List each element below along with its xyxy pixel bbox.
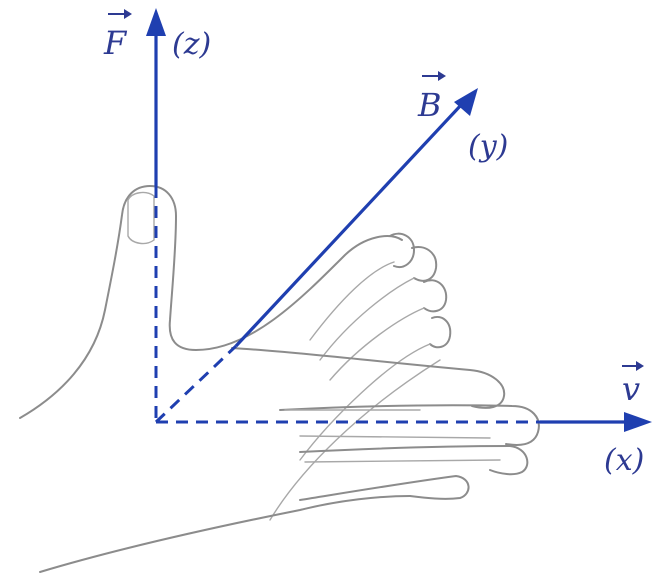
wrist xyxy=(40,496,410,572)
y-axis-dashed xyxy=(156,346,236,422)
force-overarrow-icon xyxy=(108,9,132,19)
palm-edge xyxy=(232,348,504,408)
velocity-axis-label: (x) xyxy=(604,443,644,478)
vector-axes xyxy=(146,8,652,432)
finger-crease xyxy=(310,262,394,340)
finger-middle xyxy=(412,247,436,281)
force-arrowhead xyxy=(146,8,166,36)
finger-crease xyxy=(320,278,414,360)
velocity-arrowhead xyxy=(624,412,652,432)
force-symbol: F xyxy=(103,24,128,62)
finger-crease xyxy=(300,344,430,460)
velocity-symbol: v xyxy=(622,370,640,408)
finger-crease xyxy=(330,308,424,380)
field-arrowhead xyxy=(454,88,478,116)
field-label: B (y) xyxy=(417,71,508,164)
thumb-nail xyxy=(128,193,154,244)
palm-line xyxy=(300,436,490,438)
force-axis-label: (z) xyxy=(172,27,211,62)
hand-illustration xyxy=(20,186,539,572)
finger-pinky xyxy=(430,317,450,347)
finger-pointing xyxy=(280,405,539,445)
hand-thumb xyxy=(20,186,402,418)
finger-ring xyxy=(424,280,446,311)
palm-line xyxy=(305,460,500,462)
field-symbol: B xyxy=(417,86,442,124)
construction-lines xyxy=(156,186,540,422)
field-overarrow-icon xyxy=(422,71,446,81)
field-axis-label: (y) xyxy=(468,129,508,164)
